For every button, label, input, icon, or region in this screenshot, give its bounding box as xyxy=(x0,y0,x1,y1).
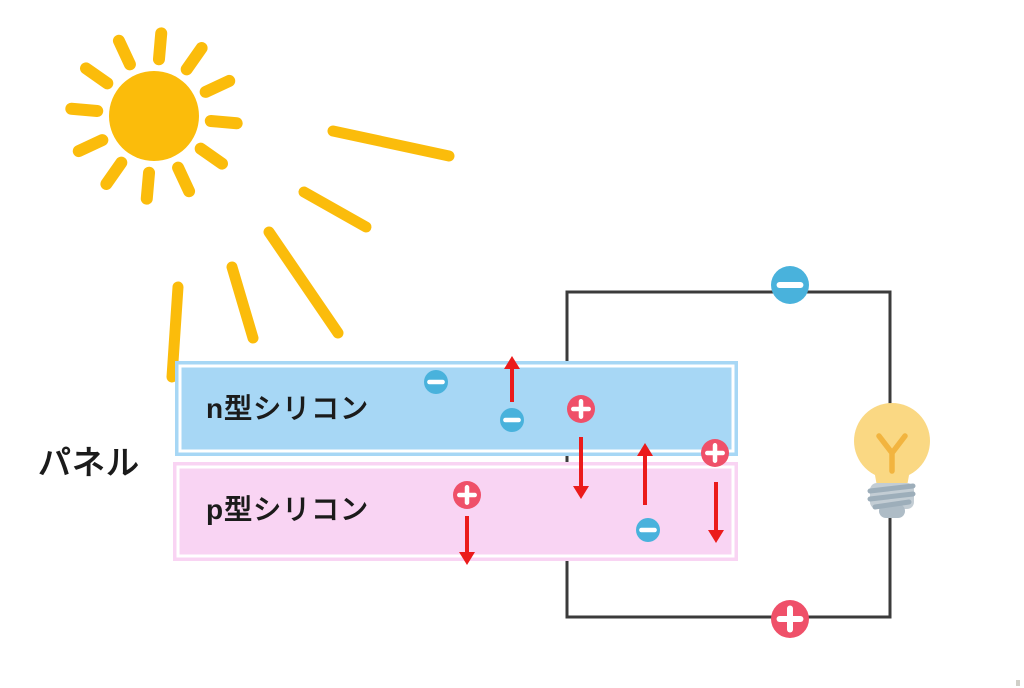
sun-ray-icon xyxy=(100,156,128,190)
hole-plus-icon xyxy=(701,439,729,467)
electron-minus-icon xyxy=(636,518,660,542)
corner-speck xyxy=(1016,680,1020,686)
sun-ray-icon xyxy=(204,114,243,130)
charge-arrow-down xyxy=(573,437,589,499)
sun-ray-icon xyxy=(80,62,114,90)
sunlight-beam xyxy=(226,261,259,344)
electron-minus-icon xyxy=(424,370,448,394)
sunlight-beam xyxy=(263,226,344,339)
light-bulb-icon xyxy=(854,403,930,518)
p-silicon-label: p型シリコン xyxy=(206,494,370,525)
n-silicon-layer xyxy=(175,361,738,456)
charge-arrow-up xyxy=(504,356,520,402)
sun-ray-icon xyxy=(199,74,236,98)
sun-ray-icon xyxy=(172,161,196,198)
panel-label: パネル xyxy=(38,444,140,481)
sun-icon xyxy=(65,27,243,205)
charge-arrow-up xyxy=(637,443,653,505)
sunlight-beam xyxy=(298,186,372,233)
sun-ray-icon xyxy=(140,166,156,205)
bulb-filament-icon xyxy=(876,433,908,474)
sun-ray-icon xyxy=(112,34,136,71)
hole-plus-icon xyxy=(771,600,809,638)
sun-ray-icon xyxy=(65,102,104,118)
n-silicon-label: n型シリコン xyxy=(206,393,370,424)
charge-arrow-down xyxy=(459,516,475,565)
sunlight-beam xyxy=(327,125,455,162)
charge-arrow-down xyxy=(708,482,724,543)
hole-plus-icon xyxy=(567,395,595,423)
sunlight-beam xyxy=(166,281,184,383)
sun-ray-icon xyxy=(180,42,208,76)
hole-plus-icon xyxy=(453,481,481,509)
electron-minus-icon xyxy=(771,266,809,304)
electron-minus-icon xyxy=(500,408,524,432)
sun-ray-icon xyxy=(72,134,109,158)
sun-ray-icon xyxy=(194,142,228,170)
sun-ray-icon xyxy=(152,27,168,66)
